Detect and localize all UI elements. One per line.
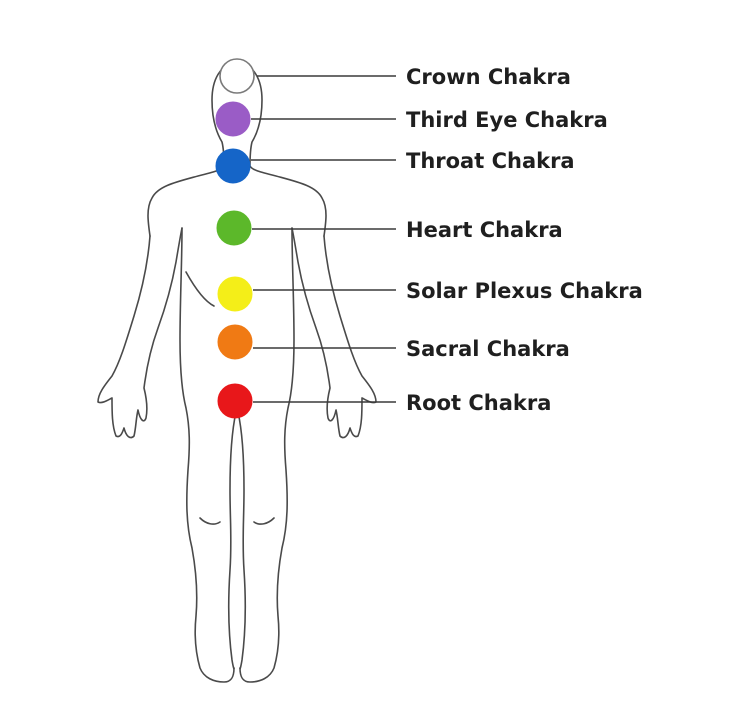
throat-chakra-label: Throat Chakra [406,149,575,173]
sacral-chakra-label: Sacral Chakra [406,337,570,361]
heart-chakra-label: Heart Chakra [406,218,563,242]
solar-plexus-chakra-label: Solar Plexus Chakra [406,279,643,303]
third-eye-chakra-label: Third Eye Chakra [406,108,608,132]
crown-chakra-dot [219,58,255,94]
inner-right-leg [237,411,247,670]
root-chakra-label: Root Chakra [406,391,551,415]
left-knee [199,517,221,525]
head-outline-right [236,61,327,237]
right-knee [253,517,275,525]
head-outline [147,61,238,237]
throat-chakra-dot [215,148,251,184]
left-arm-outline [97,227,183,439]
left-torso-side [179,227,235,683]
solar-plexus-chakra-dot [217,276,253,312]
right-torso-side [239,227,295,683]
human-body-outline [97,61,377,683]
third-eye-chakra-dot [215,101,251,137]
right-arm-outline [291,227,377,439]
heart-chakra-dot [216,210,252,246]
crown-chakra-label: Crown Chakra [406,65,571,89]
chest-line [185,271,215,307]
inner-left-leg [227,411,237,670]
sacral-chakra-dot [217,324,253,360]
root-chakra-dot [217,383,253,419]
